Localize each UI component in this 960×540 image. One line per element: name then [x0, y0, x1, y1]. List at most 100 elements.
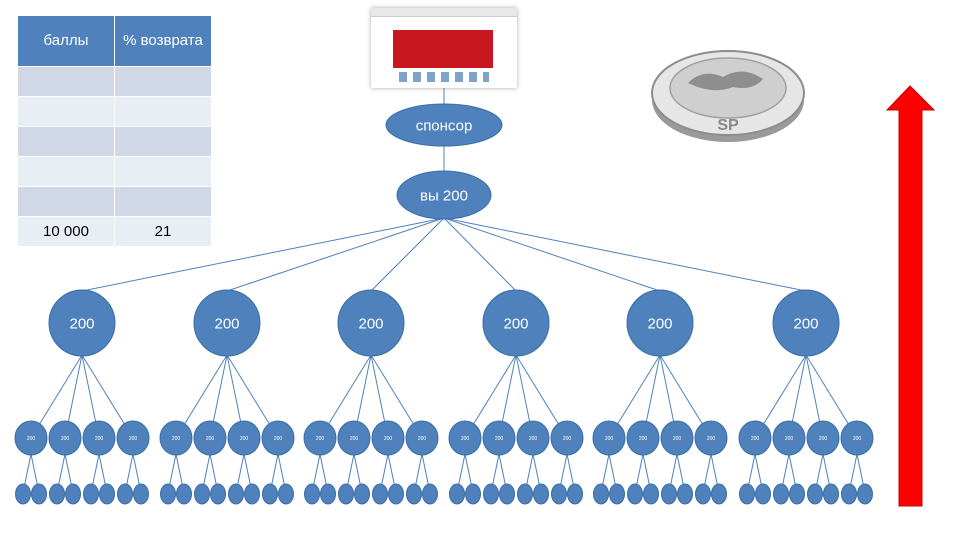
level3-node-shape — [176, 483, 192, 505]
level3-node — [739, 483, 755, 505]
level2-node-label: 200 — [529, 436, 538, 442]
connector-line — [676, 453, 685, 489]
you-node-label: вы 200 — [420, 187, 468, 204]
level1-node-3-label: 200 — [358, 315, 383, 332]
level3-node-shape — [567, 483, 583, 505]
level3-node-shape — [551, 483, 567, 505]
level2-node-label: 200 — [95, 436, 104, 442]
connector-line — [559, 453, 568, 489]
level3-node — [15, 483, 31, 505]
level3-node-shape — [517, 483, 533, 505]
connector-line — [642, 453, 651, 489]
level3-node-shape — [422, 483, 438, 505]
level3-node — [789, 483, 805, 505]
level1-node-1-label: 200 — [69, 315, 94, 332]
level3-node-shape — [244, 483, 260, 505]
connector-line — [64, 453, 73, 489]
table-row — [17, 96, 212, 127]
level2-node: 200 — [626, 420, 660, 456]
sponsor-node-label: спонсор — [416, 117, 473, 134]
level1-node-6-shape — [772, 289, 840, 357]
level2-node-label: 200 — [172, 436, 181, 442]
connector-line — [30, 453, 39, 489]
table-cell — [17, 186, 115, 217]
level2-node-shape — [694, 420, 728, 456]
connector-line — [498, 453, 507, 489]
level3-node-shape — [841, 483, 857, 505]
level3-node-shape — [643, 483, 659, 505]
level3-node-shape — [388, 483, 404, 505]
level3-node — [83, 483, 99, 505]
level3-node — [841, 483, 857, 505]
level3-node — [388, 483, 404, 505]
level3-node — [278, 483, 294, 505]
level2-node-shape — [806, 420, 840, 456]
level2-node-shape — [626, 420, 660, 456]
level3-node-shape — [99, 483, 115, 505]
level2-node-label: 200 — [240, 436, 249, 442]
level3-node-shape — [789, 483, 805, 505]
connector-line — [270, 453, 279, 489]
level3-node-shape — [499, 483, 515, 505]
table-cell — [17, 96, 115, 127]
level2-node-shape — [371, 420, 405, 456]
level1-node-5-label: 200 — [647, 315, 672, 332]
website-banner — [393, 30, 493, 68]
level3-node-shape — [695, 483, 711, 505]
level3-node — [354, 483, 370, 505]
connector-line — [443, 217, 661, 292]
connector-line — [635, 453, 644, 489]
level3-node — [210, 483, 226, 505]
level2-node-label: 200 — [605, 436, 614, 442]
level2-node-shape — [48, 420, 82, 456]
level3-node — [244, 483, 260, 505]
level3-node-shape — [49, 483, 65, 505]
level3-node — [823, 483, 839, 505]
level2-node-label: 200 — [350, 436, 359, 442]
connector-line — [23, 453, 32, 489]
connector-line — [703, 453, 712, 489]
level3-node — [807, 483, 823, 505]
level1-node-3: 200 — [337, 289, 405, 357]
connector-line — [175, 453, 184, 489]
level2-node: 200 — [159, 420, 193, 456]
level3-node — [677, 483, 693, 505]
connector-line — [815, 453, 824, 489]
level2-node-label: 200 — [384, 436, 393, 442]
level3-node — [194, 483, 210, 505]
level1-node-4-label: 200 — [503, 315, 528, 332]
level3-node — [643, 483, 659, 505]
level3-node-shape — [31, 483, 47, 505]
level3-node — [304, 483, 320, 505]
connector-line — [491, 453, 500, 489]
connector-line — [57, 453, 66, 489]
level2-node-label: 200 — [495, 436, 504, 442]
connector-line — [236, 453, 245, 489]
level3-node-shape — [194, 483, 210, 505]
connector-line — [849, 453, 858, 489]
table-cell — [114, 156, 212, 187]
level2-node: 200 — [772, 420, 806, 456]
level3-node-shape — [627, 483, 643, 505]
website-thumbnails — [399, 72, 489, 82]
level3-node — [320, 483, 336, 505]
level3-node-shape — [338, 483, 354, 505]
level2-node: 200 — [337, 420, 371, 456]
level2-node: 200 — [840, 420, 874, 456]
level3-node — [422, 483, 438, 505]
level3-node-shape — [711, 483, 727, 505]
level3-node — [857, 483, 873, 505]
tree-connectors — [23, 88, 865, 489]
level2-node: 200 — [516, 420, 550, 456]
connector-line — [353, 453, 362, 489]
level2-node: 200 — [405, 420, 439, 456]
level3-node-shape — [83, 483, 99, 505]
level3-node-shape — [160, 483, 176, 505]
connector-line — [209, 453, 218, 489]
level3-node — [517, 483, 533, 505]
connector-line — [822, 453, 831, 489]
table-cell — [17, 156, 115, 187]
